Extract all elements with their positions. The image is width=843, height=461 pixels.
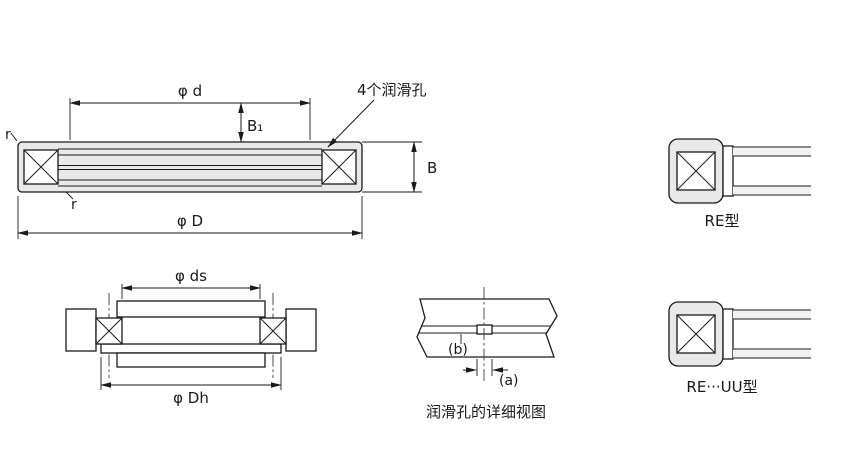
roller-diagonal — [23, 149, 59, 185]
r-label-bottom: r — [71, 197, 77, 213]
b-dimension: B — [362, 141, 437, 193]
r-callout-bottom: r — [65, 191, 77, 213]
clamp-plate — [116, 300, 266, 318]
re-type-view: RE型 — [668, 138, 811, 230]
front-section-view — [17, 141, 363, 193]
housing-left — [65, 308, 97, 352]
re-uu-type-view: RE···UU型 — [668, 301, 811, 396]
phi-ds-dimension: φ ds — [121, 267, 261, 299]
detail-caption: 润滑孔的详细视图 — [426, 403, 546, 421]
r-label-top: r — [5, 127, 11, 143]
b-label: B — [427, 159, 437, 177]
lube-hole — [476, 324, 493, 335]
shaft-band — [733, 147, 811, 156]
phi-d-label: φ d — [178, 82, 202, 100]
shaft-band — [733, 349, 811, 358]
shaft-seat-strip — [100, 343, 282, 354]
shaft-seat-block — [116, 352, 266, 368]
r-leader-top — [10, 132, 18, 142]
shaft-band — [733, 186, 811, 195]
lube-hole-detail-view: (b) (a) 润滑孔的详细视图 — [416, 287, 558, 421]
phi-dh-dimension: φ Dh — [100, 357, 282, 407]
b1-label: B₁ — [247, 117, 263, 135]
inner-ring-strip — [722, 308, 734, 360]
lube-holes-label: 4个润滑孔 — [357, 81, 427, 99]
roller-diagonal — [676, 314, 716, 354]
re-uu-type-caption: RE···UU型 — [686, 378, 757, 396]
phi-d-dimension: φ d — [69, 82, 311, 140]
mounting-section-view — [65, 293, 317, 378]
roller-diagonal — [321, 149, 357, 185]
roller-diagonal — [95, 317, 123, 345]
leader-arrow — [327, 99, 375, 148]
phi-dh-label: φ Dh — [173, 389, 209, 407]
b1-dimension: B₁ — [238, 102, 263, 143]
phi-ds-label: φ ds — [175, 267, 207, 285]
lube-holes-callout: 4个润滑孔 — [327, 81, 427, 148]
r-leader-bottom — [65, 191, 74, 200]
re-type-caption: RE型 — [705, 212, 740, 230]
crossed-roller-right — [259, 317, 287, 345]
phi-D-label: φ D — [177, 212, 203, 230]
roller-diagonal — [259, 317, 287, 345]
r-callout-top: r — [5, 127, 18, 143]
shaft-band — [733, 310, 811, 319]
label-a: (a) — [499, 373, 519, 389]
housing-right — [285, 308, 317, 352]
crossed-roller-right — [321, 149, 357, 185]
crossed-roller-left — [95, 317, 123, 345]
label-b: (b) — [448, 342, 468, 358]
phi-D-dimension: φ D — [17, 196, 363, 239]
roller-diagonal — [676, 151, 716, 191]
crossed-roller-left — [23, 149, 59, 185]
inner-ring-strip — [722, 145, 734, 197]
